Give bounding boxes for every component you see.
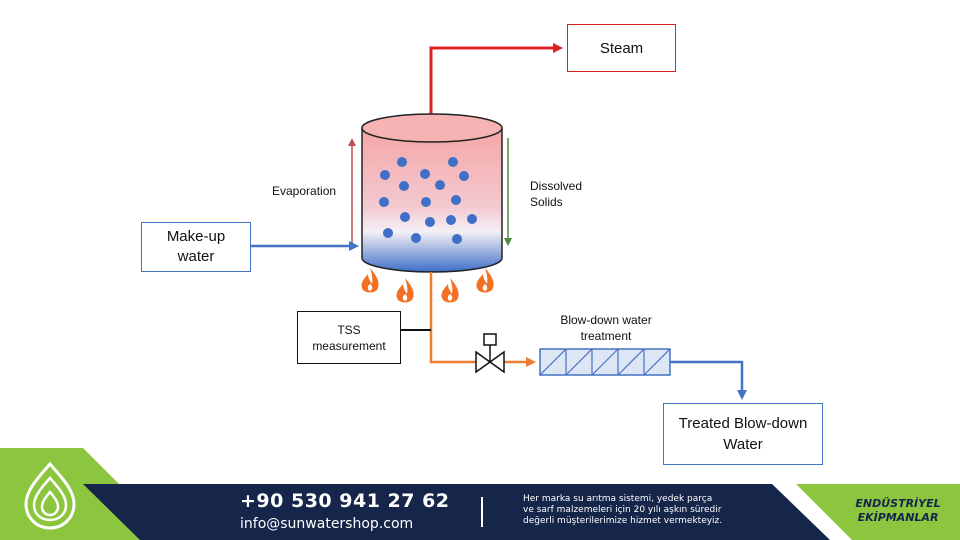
valve-icon (475, 333, 505, 374)
tss-label-line2: measurement (312, 338, 386, 353)
makeup-label-line1: Make-up (166, 228, 226, 245)
dissolved-solids-label-line2: Solids (530, 195, 563, 209)
makeup-water-box: Make-up water (141, 222, 251, 272)
blowdown-treatment-unit (539, 348, 671, 376)
blowdown-line (429, 272, 476, 364)
dissolved-solids-label-line1: Dissolved (530, 179, 583, 193)
steam-label: Steam (599, 39, 644, 57)
footer-tagline-line2: ve sarf malzemeleri için 20 yılı aşkın s… (523, 505, 722, 515)
tss-label-line1: TSS (337, 322, 361, 337)
treated-label-line2: Water (723, 436, 763, 453)
steam-line (429, 43, 563, 128)
footer-phone[interactable]: +90 530 941 27 62 (240, 490, 450, 512)
steam-box: Steam (567, 24, 676, 72)
treated-water-line (670, 360, 747, 400)
blowdown-treatment-label-line1: Blow-down water (560, 313, 652, 327)
footer-brand-line2: EKİPMANLAR (857, 511, 939, 524)
treated-water-box: Treated Blow-down Water (663, 403, 823, 465)
makeup-label-line2: water (177, 248, 215, 265)
flame-icon (361, 268, 494, 303)
treated-label-line1: Treated Blow-down (678, 415, 808, 432)
evaporation-label: Evaporation (272, 184, 337, 198)
boiler-tank (361, 113, 503, 273)
tss-measurement-box: TSS measurement (297, 311, 401, 364)
footer-brand-line1: ENDÜSTRİYEL (855, 497, 941, 510)
footer-tagline-line3: değerli müşterilerimize hizmet vermektey… (523, 516, 723, 526)
blowdown-treatment-label-line2: treatment (580, 329, 632, 343)
footer-email[interactable]: info@sunwatershop.com (240, 516, 414, 532)
dissolved-particles (379, 157, 477, 244)
footer-tagline-line1: Her marka su arıtma sistemi, yedek parça (523, 494, 713, 504)
